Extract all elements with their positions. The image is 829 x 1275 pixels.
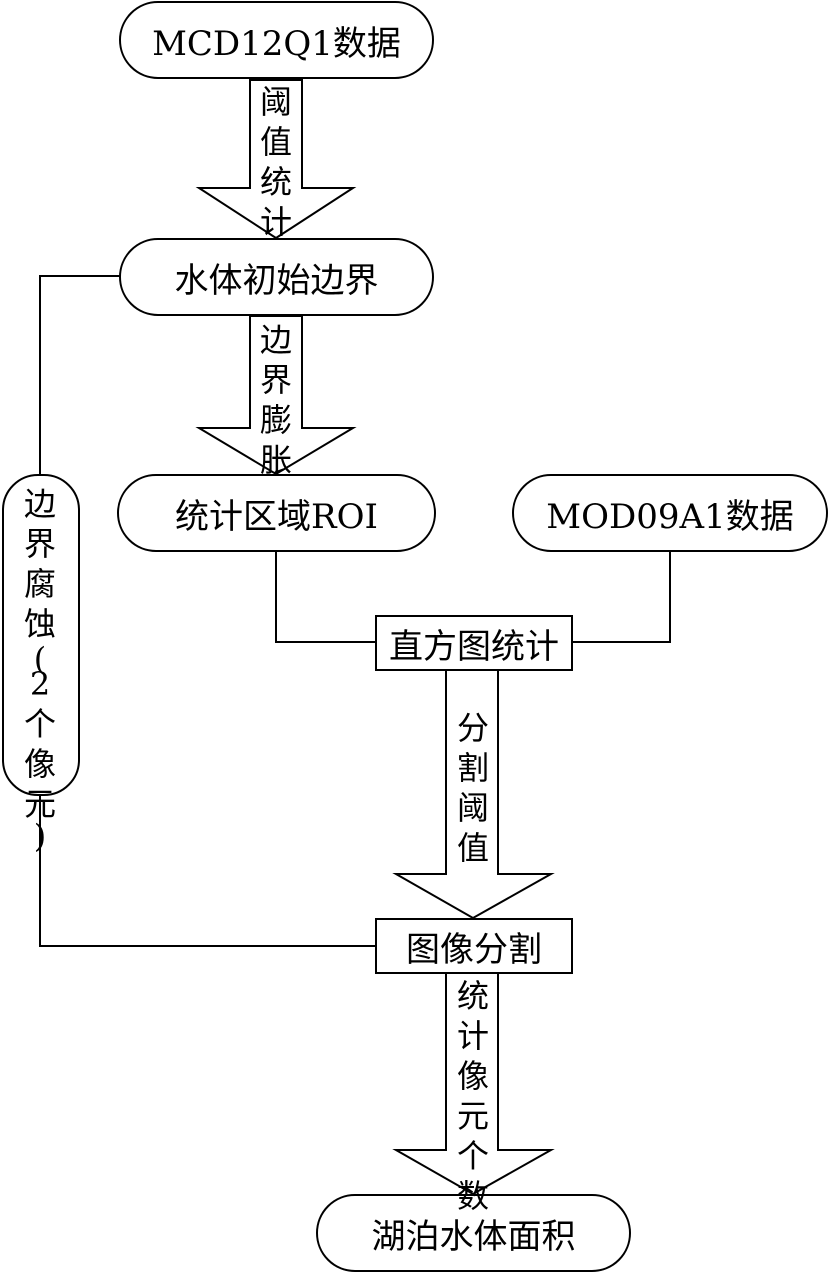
label-boundary-erosion: 边 界 腐 蚀 ( 2 个 像 元 ) [23, 485, 56, 855]
node-mod09a1: MOD09A1数据 [512, 474, 828, 552]
node-initial-boundary: 水体初始边界 [119, 238, 434, 316]
node-mcd12q1-label: MCD12Q1数据 [152, 23, 401, 64]
label-threshold-stats: 阈 值 统 计 [259, 83, 292, 241]
line-roi-to-histogram [275, 552, 376, 643]
node-histogram: 直方图统计 [375, 615, 573, 671]
node-boundary-erosion [2, 474, 80, 796]
node-histogram-label: 直方图统计 [389, 626, 559, 667]
node-mcd12q1: MCD12Q1数据 [119, 1, 434, 79]
node-lake-area: 湖泊水体面积 [316, 1194, 631, 1272]
line-mod-to-histogram [572, 552, 671, 643]
label-count-pixels: 统 计 像 元 个 数 [456, 977, 489, 1215]
node-lake-area-label: 湖泊水体面积 [371, 1216, 576, 1257]
node-roi-label: 统计区域ROI [175, 496, 378, 537]
line-erosion-to-segmentation [39, 796, 376, 947]
label-boundary-dilation: 边 界 膨 胀 [259, 321, 292, 479]
label-seg-threshold: 分 割 阈 值 [456, 709, 489, 867]
node-roi: 统计区域ROI [117, 474, 436, 552]
line-boundary-to-erosion [39, 275, 120, 474]
node-mod09a1-label: MOD09A1数据 [546, 496, 794, 537]
arrow-seg-threshold [392, 669, 555, 920]
node-segmentation: 图像分割 [375, 918, 573, 974]
node-segmentation-label: 图像分割 [406, 929, 542, 970]
node-initial-boundary-label: 水体初始边界 [174, 260, 379, 301]
arrow-boundary-dilation [195, 315, 357, 476]
arrow-count-pixels [392, 971, 555, 1196]
arrow-threshold-stats [195, 79, 357, 240]
